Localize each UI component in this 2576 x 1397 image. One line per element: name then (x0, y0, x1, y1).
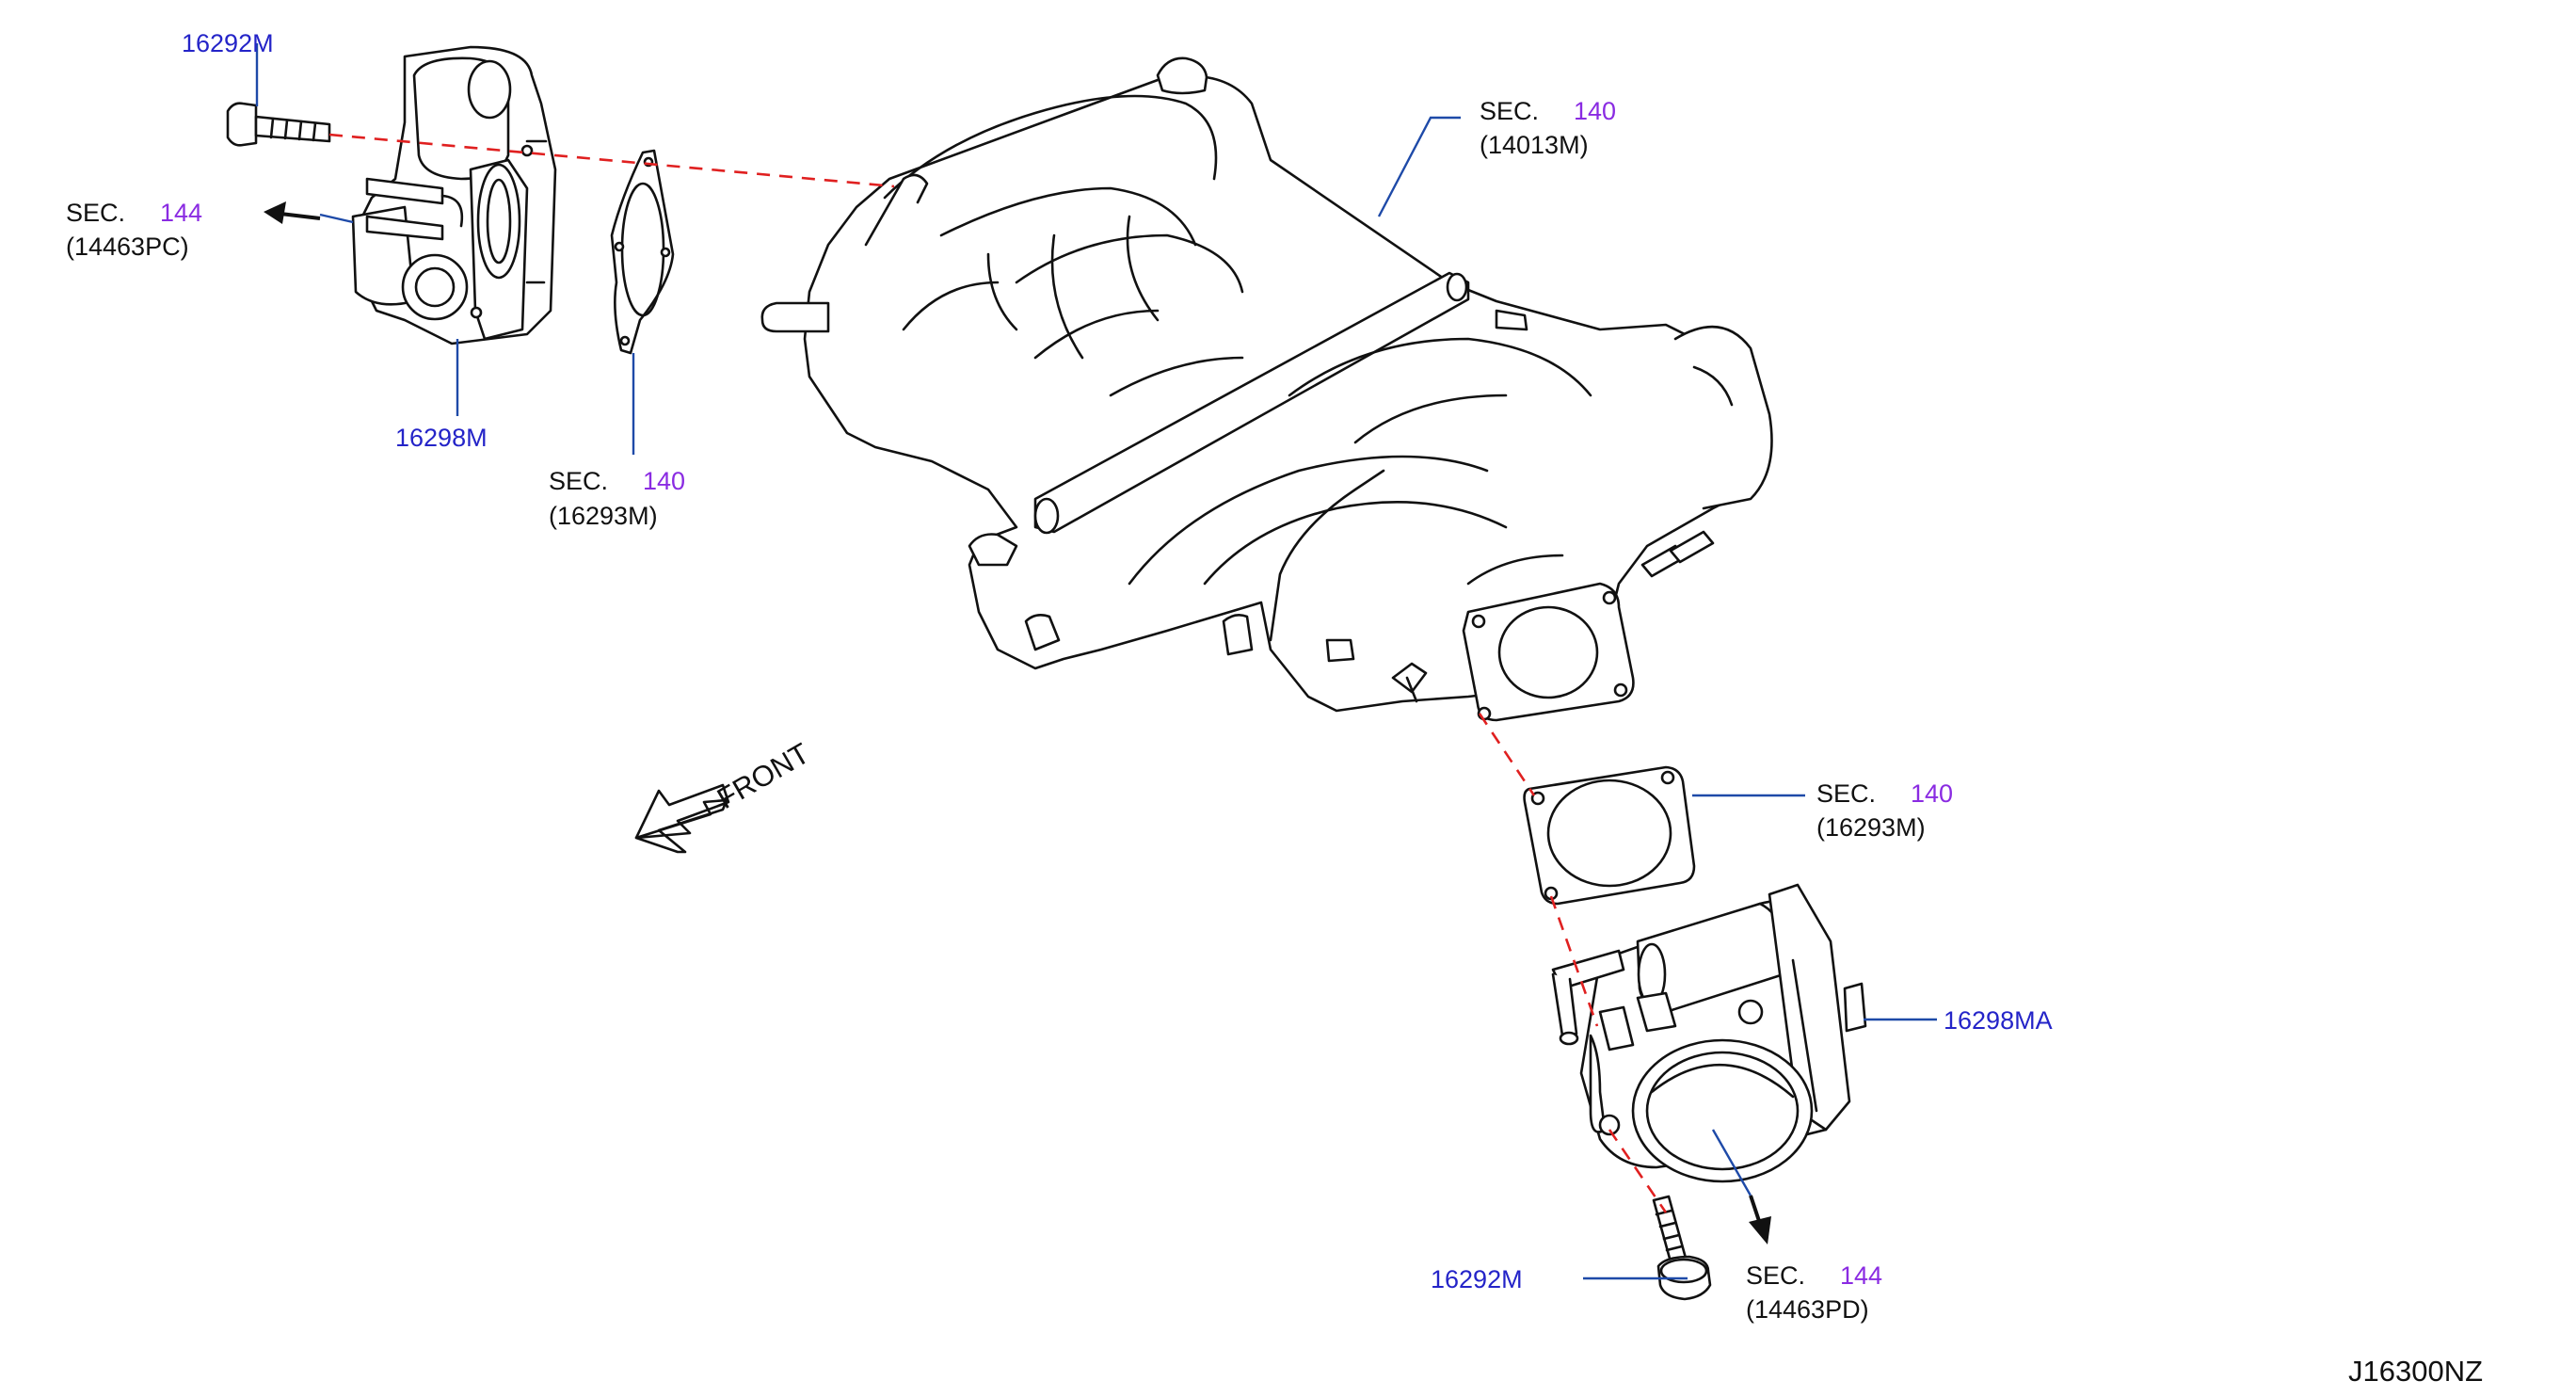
sec-hose-right-number: 144 (1840, 1261, 1882, 1290)
arrow-down (1749, 1195, 1762, 1225)
sec-gasket-right-label: SEC. (1816, 779, 1876, 808)
alignment-line-right (1478, 713, 1668, 1213)
front-label: FRONT (712, 736, 815, 815)
sec-manifold-number: 140 (1574, 97, 1616, 125)
intake-manifold (760, 56, 1773, 722)
sec-gasket-left-number: 140 (643, 467, 685, 495)
diagram-id: J16300NZ (2348, 1355, 2483, 1388)
arrow-left-head (264, 201, 286, 224)
arrows (264, 201, 1771, 1244)
sec-gasket-right-number: 140 (1911, 779, 1953, 808)
alignment-lines (328, 133, 1668, 1213)
sec-manifold-label: SEC. (1480, 97, 1539, 125)
callout-bolt-bottom: 16292M (1431, 1265, 1523, 1293)
sec-hose-left-label: SEC. (66, 199, 125, 227)
throttle-body-right (1551, 883, 1867, 1183)
sec-gasket-left-code: (16293M) (549, 502, 658, 530)
sec-gasket-right-code: (16293M) (1816, 813, 1926, 842)
sec-gasket-left-label: SEC. (549, 467, 608, 495)
callout-throttle-body-right: 16298MA (1944, 1006, 2053, 1035)
arrow-left (280, 212, 321, 220)
sec-manifold-code: (14013M) (1480, 131, 1589, 159)
leader-lines (255, 43, 1937, 1280)
callout-labels: 16292M 16298M 16298MA 16292M SEC. 140 (1… (66, 29, 2483, 1388)
sec-hose-left-code: (14463PC) (66, 233, 189, 261)
arrow-down-head (1749, 1216, 1771, 1244)
sec-hose-left-number: 144 (160, 199, 202, 227)
sec-hose-right-label: SEC. (1746, 1261, 1805, 1290)
sec-hose-right-code: (14463PD) (1746, 1295, 1869, 1324)
callout-throttle-body-left: 16298M (395, 424, 488, 452)
gasket-left (610, 149, 675, 355)
bolt-bottom (1652, 1195, 1712, 1301)
bolt-top (226, 102, 331, 147)
callout-bolt-top: 16292M (182, 29, 274, 57)
alignment-line-top (328, 133, 895, 188)
gasket-right (1523, 765, 1696, 906)
throttle-body-left (351, 45, 557, 345)
